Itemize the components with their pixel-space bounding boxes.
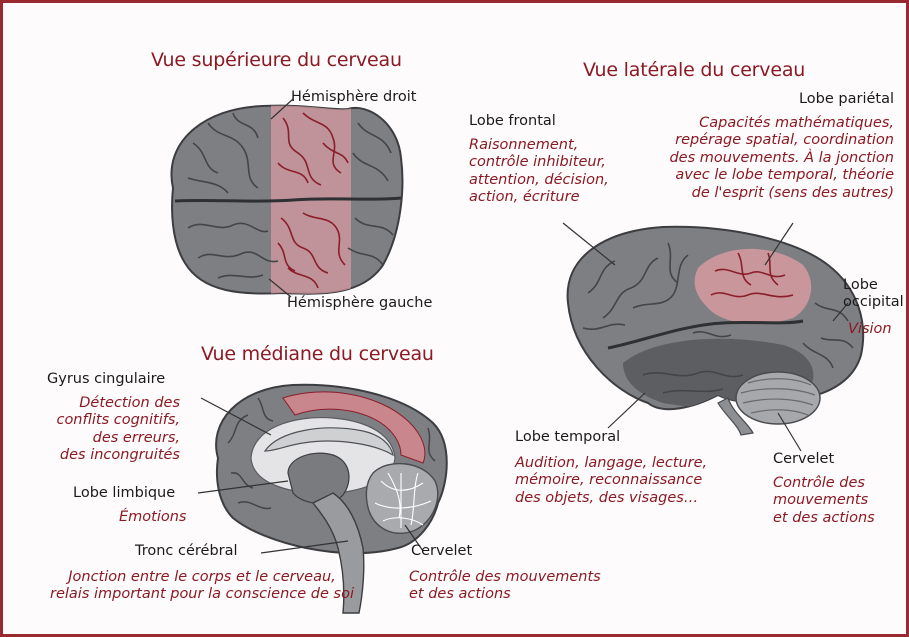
median-cerebellum-desc: Contrôle des mouvements et des actions — [409, 569, 601, 603]
brainstem-label: Tronc cérébral — [135, 543, 238, 559]
lateral-cerebellum-label: Cervelet — [773, 451, 835, 467]
parietal-leader — [764, 222, 794, 266]
brainstem-desc: Jonction entre le corps et le cerveau, r… — [50, 569, 354, 603]
limbic-lobe-desc: Émotions — [119, 509, 187, 525]
parietal-lobe-desc: Capacités mathématiques, repérage spatia… — [669, 115, 894, 201]
limbic-leader — [197, 480, 289, 494]
lateral-cerebellum — [735, 371, 821, 425]
left-hemisphere-leader — [268, 278, 292, 298]
right-hemisphere-label: Hémisphère droit — [291, 89, 417, 105]
occipital-lobe-label: Lobe occipital — [843, 277, 904, 311]
median-cerebellum-leader — [404, 524, 424, 552]
occipital-lobe-desc: Vision — [848, 321, 892, 337]
frontal-lobe-desc: Raisonnement, contrôle inhibiteur, atten… — [469, 137, 609, 206]
temporal-lobe-desc: Audition, langage, lecture, mémoire, rec… — [515, 455, 708, 506]
top-view-brain — [170, 104, 404, 295]
parietal-lobe-label: Lobe pariétal — [798, 91, 894, 107]
median-view-brain — [215, 383, 448, 614]
occipital-leader — [832, 302, 849, 322]
median-cerebellum-label: Cervelet — [411, 543, 473, 559]
frontal-leader — [562, 222, 616, 266]
cingulate-leader — [200, 397, 272, 436]
cingulate-gyrus-label: Gyrus cingulaire — [47, 371, 166, 387]
lateral-view-title: Vue latérale du cerveau — [583, 59, 806, 81]
left-hemisphere-label: Hémisphère gauche — [287, 295, 433, 311]
lateral-view-brain — [566, 225, 865, 436]
median-view-title: Vue médiane du cerveau — [201, 343, 434, 365]
right-hemisphere-leader — [270, 98, 294, 120]
brainstem-leader — [260, 540, 349, 554]
lateral-cerebellum-desc: Contrôle des mouvements et des actions — [773, 475, 875, 526]
cingulate-gyrus-desc: Détection des conflits cognitifs, des er… — [56, 395, 180, 464]
lateral-cerebellum-leader — [777, 412, 802, 452]
brain-illustrations — [170, 98, 865, 614]
limbic-lobe-label: Lobe limbique — [73, 485, 176, 501]
top-view-title: Vue supérieure du cerveau — [151, 49, 402, 71]
temporal-lobe-label: Lobe temporal — [515, 429, 621, 445]
temporal-leader — [607, 392, 646, 429]
median-cerebellum — [365, 462, 439, 534]
frontal-lobe-label: Lobe frontal — [469, 113, 556, 129]
